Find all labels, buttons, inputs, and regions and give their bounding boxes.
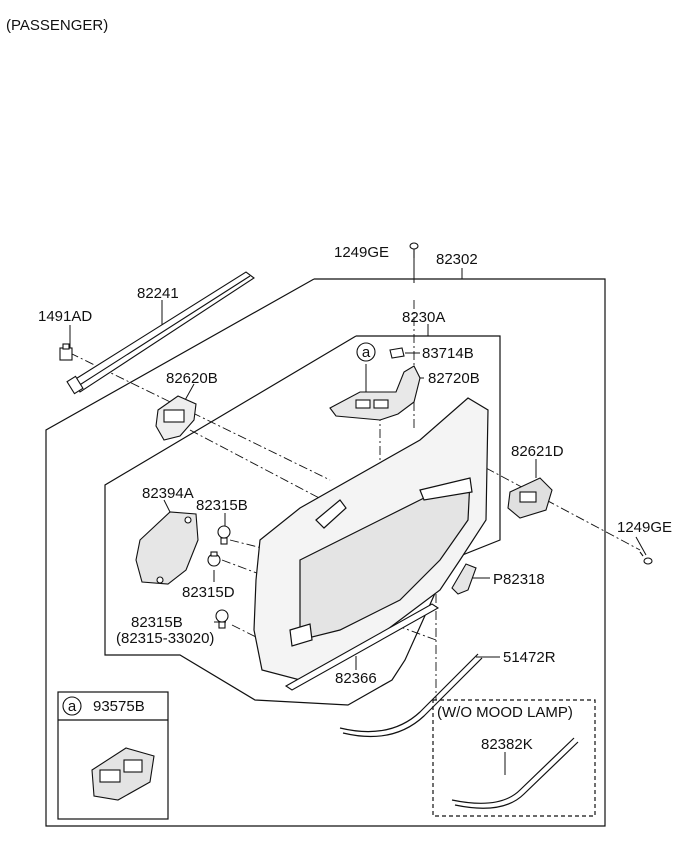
strip-82366 [284, 603, 440, 691]
label-82315b-bottom: 82315B [131, 614, 183, 631]
label-82315d: 82315D [182, 584, 235, 601]
inset-box [57, 691, 169, 820]
assembly-outline-82302 [45, 278, 606, 827]
label-82720b: 82720B [428, 370, 480, 387]
clip-1491ad [59, 343, 73, 361]
label-1249ge-right: 1249GE [617, 519, 672, 536]
label-1491ad: 1491AD [38, 308, 92, 325]
switch-82621d [507, 477, 553, 519]
door-trim-panel [253, 397, 489, 681]
inset-letter-a: a [68, 698, 77, 715]
label-1249ge-top: 1249GE [334, 244, 389, 261]
inside-handle-82620b [155, 395, 197, 441]
screw-1249ge-top [409, 242, 419, 258]
label-82315b-top: 82315B [196, 497, 248, 514]
screw-1249ge-right [639, 551, 653, 565]
label-82302: 82302 [436, 251, 478, 268]
mood-lamp-box [432, 699, 596, 817]
weatherstrip-82241 [66, 271, 255, 395]
inset-circle-a [62, 696, 82, 716]
lamp-strip-51472r [339, 653, 483, 738]
assembly-outline-8230a [104, 335, 501, 706]
label-93575b: 93575B [93, 698, 145, 715]
fastener-82315b-lower [215, 609, 229, 629]
label-82620b: 82620B [166, 370, 218, 387]
callout-letter-a: a [362, 344, 371, 361]
label-51472r: 51472R [503, 649, 556, 666]
label-82621d: 82621D [511, 443, 564, 460]
label-82382k: 82382K [481, 736, 533, 753]
callout-circle-a [356, 342, 376, 362]
label-p82318: P82318 [493, 571, 545, 588]
pad-82394a [135, 511, 199, 585]
fastener-82315d [207, 551, 221, 567]
label-mood-lamp-title: (W/O MOOD LAMP) [437, 704, 573, 721]
label-82241: 82241 [137, 285, 179, 302]
switch-bracket-82720b [329, 365, 421, 421]
label-83714b: 83714B [422, 345, 474, 362]
label-82315-33020: (82315-33020) [116, 630, 214, 647]
module-93575b [91, 747, 155, 801]
label-8230a: 8230A [402, 309, 445, 326]
strip-82382k [451, 737, 579, 809]
label-82394a: 82394A [142, 485, 194, 502]
variant-title: (PASSENGER) [6, 17, 109, 34]
fastener-82315b-upper [217, 525, 231, 545]
label-82366: 82366 [335, 670, 377, 687]
cap-83714b [389, 347, 405, 359]
cover-p82318 [451, 563, 477, 595]
